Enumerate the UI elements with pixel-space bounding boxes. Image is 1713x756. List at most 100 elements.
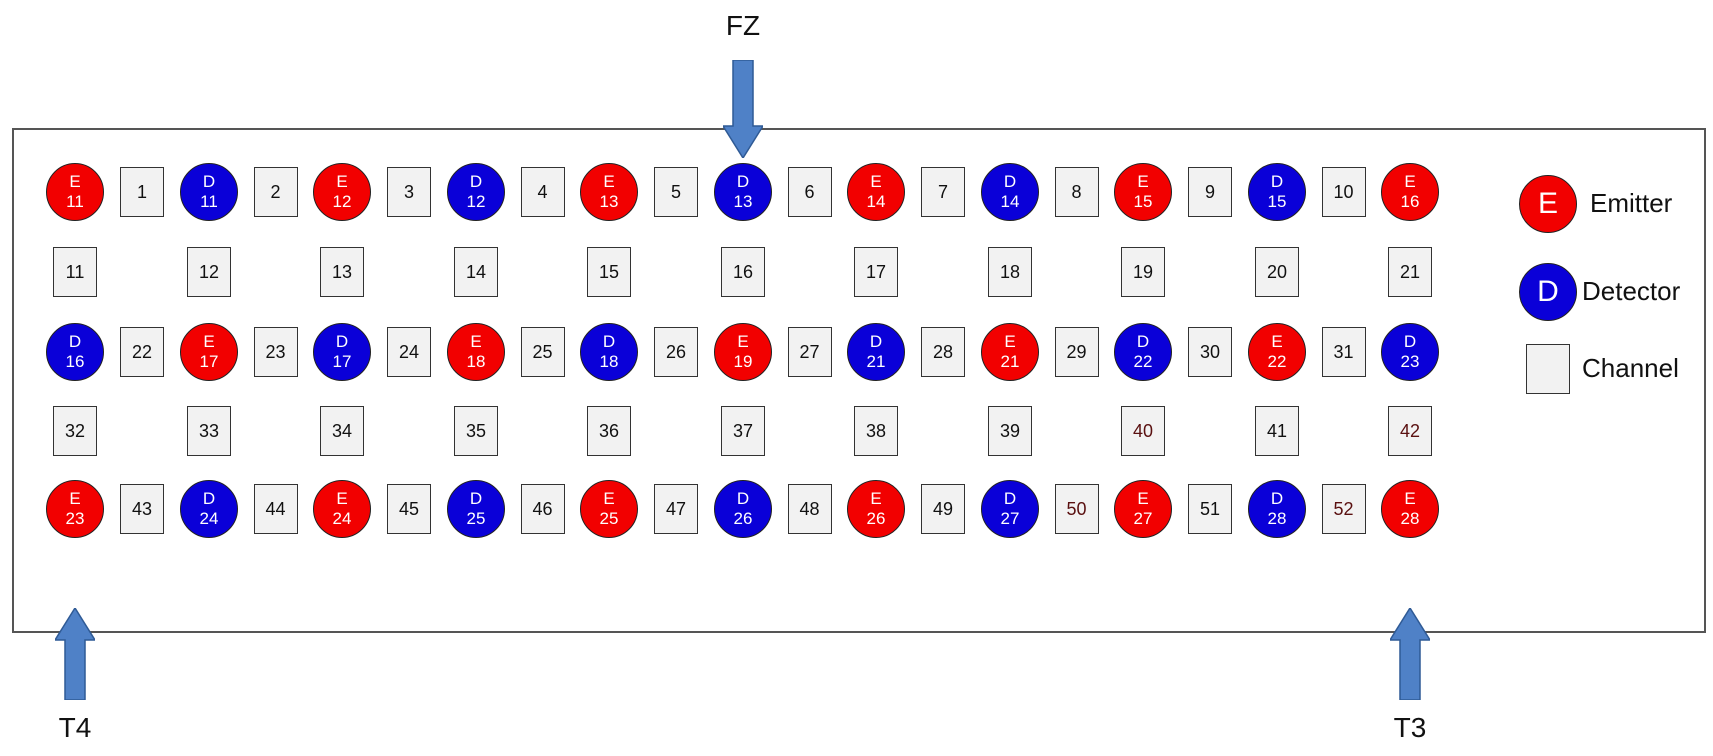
optode-number-label: 18: [466, 352, 486, 371]
channel-33: 33: [187, 406, 231, 456]
optode-number-label: 21: [1000, 352, 1020, 371]
optode-type-label: D: [1270, 172, 1284, 191]
optode-number-label: 11: [200, 192, 218, 211]
channel-25: 25: [520, 327, 565, 377]
optode-type-label: E: [737, 332, 749, 351]
channel-20: 20: [1255, 247, 1299, 297]
optode-number-label: 27: [1000, 509, 1020, 528]
channel-36: 36: [587, 406, 631, 456]
optode-type-label: D: [1136, 332, 1150, 351]
channel-8: 8: [1054, 167, 1099, 217]
optode-type-label: E: [1404, 172, 1416, 191]
optode-type-label: E: [603, 489, 615, 508]
optode-type-label: D: [469, 489, 483, 508]
optode-number-label: 16: [1400, 192, 1420, 211]
channel-22: 22: [120, 327, 164, 377]
channel-52: 52: [1321, 484, 1366, 534]
channel-5: 5: [654, 167, 698, 217]
channel-4: 4: [520, 167, 565, 217]
channel-24: 24: [387, 327, 431, 377]
fz-arrow-icon: [723, 60, 763, 158]
marker-label-t3: T3: [1393, 712, 1427, 743]
optode-number-label: 23: [65, 509, 85, 528]
channel-31: 31: [1321, 327, 1366, 377]
channel-28: 28: [921, 327, 965, 377]
channel-2: 2: [253, 167, 298, 217]
optode-type-label: D: [1270, 489, 1284, 508]
marker-label-fz: FZ: [725, 10, 761, 41]
channel-12: 12: [187, 247, 231, 297]
legend-label-detector: Detector: [1582, 276, 1681, 306]
channel-30: 30: [1188, 327, 1232, 377]
optode-type-label: E: [1137, 489, 1149, 508]
marker-label-t4: T4: [58, 712, 92, 743]
channel-10: 10: [1321, 167, 1366, 217]
optode-type-label: D: [736, 172, 750, 191]
channel-21: 21: [1388, 247, 1432, 297]
optode-type-label: E: [69, 489, 81, 508]
optode-number-label: 15: [1267, 192, 1287, 211]
channel-29: 29: [1054, 327, 1099, 377]
optode-number-label: 28: [1267, 509, 1287, 528]
optode-number-label: 28: [1400, 509, 1420, 528]
optode-type-label: D: [202, 489, 216, 508]
optode-number-label: 17: [332, 352, 352, 371]
channel-40: 40: [1121, 406, 1165, 456]
optode-type-label: D: [1003, 172, 1017, 191]
optode-number-label: 17: [199, 352, 219, 371]
optode-number-label: 26: [733, 509, 753, 528]
optode-type-label: D: [736, 489, 750, 508]
optode-number-label: 13: [599, 192, 619, 211]
optode-number-label: 22: [1133, 352, 1153, 371]
channel-17: 17: [854, 247, 898, 297]
optode-number-label: 19: [733, 352, 753, 371]
channel-13: 13: [320, 247, 364, 297]
channel-19: 19: [1121, 247, 1165, 297]
channel-3: 3: [387, 167, 431, 217]
channel-37: 37: [721, 406, 765, 456]
optode-number-label: 25: [599, 509, 619, 528]
optode-type-label: E: [203, 332, 215, 351]
optode-number-label: 13: [733, 192, 753, 211]
channel-23: 23: [253, 327, 298, 377]
channel-18: 18: [988, 247, 1032, 297]
channel-46: 46: [520, 484, 565, 534]
channel-legend-icon: [1526, 344, 1570, 394]
optode-number-label: 16: [65, 352, 85, 371]
optode-type-label: D: [469, 172, 483, 191]
channel-9: 9: [1188, 167, 1232, 217]
optode-number-label: 18: [599, 352, 619, 371]
emitter-legend-icon: E: [1519, 175, 1577, 233]
optode-type-label: E: [336, 489, 348, 508]
optode-number-label: 27: [1133, 509, 1153, 528]
optode-number-label: 14: [1000, 192, 1020, 211]
t3-arrow-icon: [1390, 608, 1430, 700]
optode-number-label: 24: [332, 509, 352, 528]
optode-number-label: 12: [332, 192, 352, 211]
